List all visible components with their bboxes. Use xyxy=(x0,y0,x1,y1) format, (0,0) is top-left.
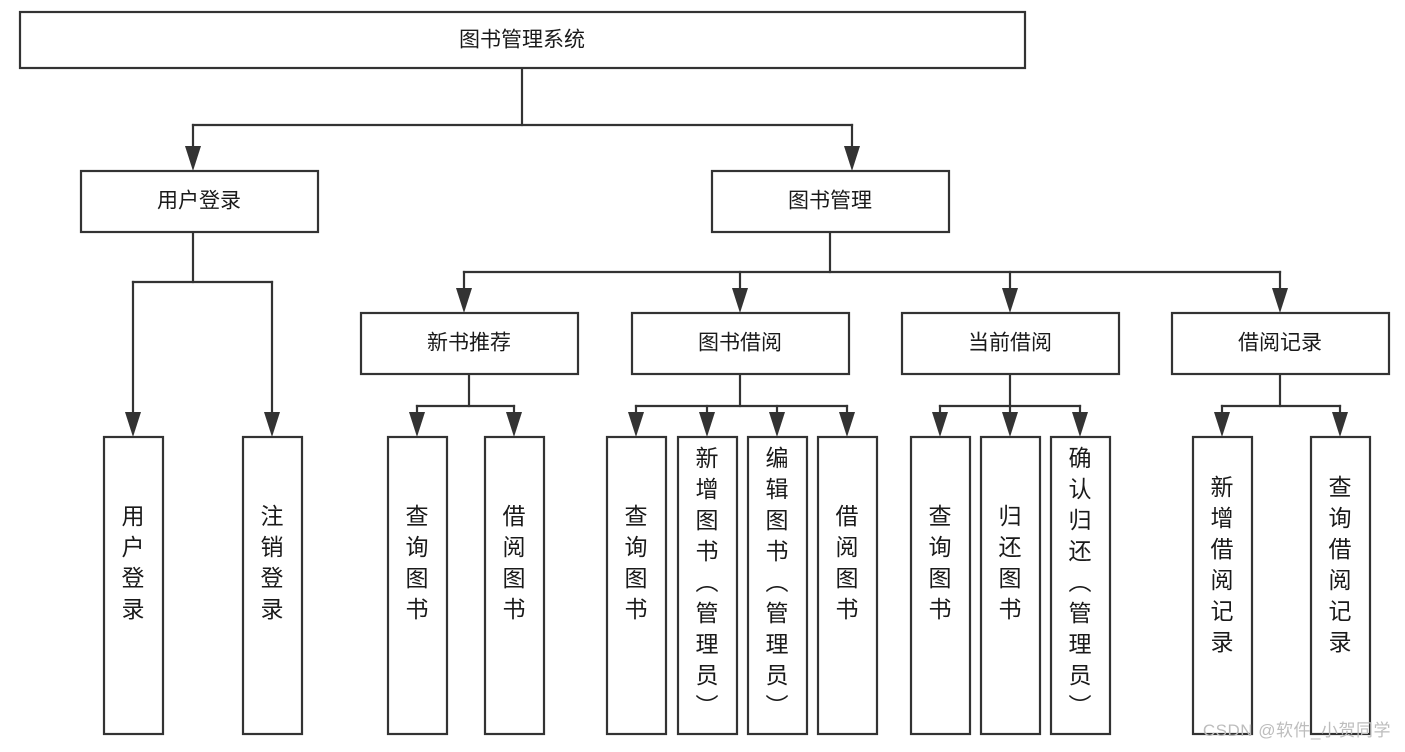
leaf-node-query-book-recommend[interactable]: 查询图书 xyxy=(386,435,449,736)
leaf-node-query-book-current-label: 查询图书 xyxy=(929,503,952,622)
csdn-watermark: CSDN @软件_小贺同学 xyxy=(1202,721,1391,740)
connector-book-borrow-to-leaves xyxy=(628,372,855,437)
node-new-book-recommend[interactable]: 新书推荐 xyxy=(359,311,580,376)
leaf-node-return-book[interactable]: 归还图书 xyxy=(979,435,1042,736)
leaf-node-confirm-return-admin[interactable]: 确认归还︵管理员︶ xyxy=(1049,435,1112,736)
node-book-management[interactable]: 图书管理 xyxy=(710,169,951,234)
leaf-node-borrow-book-recommend-label: 借阅图书 xyxy=(503,503,526,622)
leaf-node-query-borrow-record-label: 查询借阅记录 xyxy=(1329,474,1352,655)
node-user-login[interactable]: 用户登录 xyxy=(79,169,320,234)
leaf-node-borrow-book[interactable]: 借阅图书 xyxy=(816,435,879,736)
node-borrow-record-label: 借阅记录 xyxy=(1238,332,1322,355)
leaf-node-borrow-book-label: 借阅图书 xyxy=(836,503,859,622)
leaf-node-query-book-current[interactable]: 查询图书 xyxy=(909,435,972,736)
leaf-node-query-book-recommend-label: 查询图书 xyxy=(406,503,429,622)
leaf-node-borrow-book-recommend[interactable]: 借阅图书 xyxy=(483,435,546,736)
node-borrow-record[interactable]: 借阅记录 xyxy=(1170,311,1391,376)
leaf-node-logout[interactable]: 注销登录 xyxy=(241,435,304,736)
connector-user-login-to-leaves xyxy=(125,230,280,437)
node-current-borrow[interactable]: 当前借阅 xyxy=(900,311,1121,376)
leaf-node-add-borrow-record-label: 新增借阅记录 xyxy=(1211,474,1234,655)
leaf-node-add-book-admin-label: 新增图书︵管理员︶ xyxy=(696,445,719,719)
leaf-node-edit-book-admin-label: 编辑图书︵管理员︶ xyxy=(766,445,789,719)
node-new-book-recommend-label: 新书推荐 xyxy=(427,332,511,355)
leaf-node-query-book-borrow[interactable]: 查询图书 xyxy=(605,435,668,736)
node-current-borrow-label: 当前借阅 xyxy=(968,332,1052,355)
leaf-node-logout-label: 注销登录 xyxy=(261,503,284,622)
leaf-node-add-book-admin[interactable]: 新增图书︵管理员︶ xyxy=(676,435,739,736)
leaf-node-query-book-borrow-label: 查询图书 xyxy=(625,503,648,622)
node-book-borrow-label: 图书借阅 xyxy=(698,332,782,355)
node-root-label: 图书管理系统 xyxy=(459,29,585,52)
node-book-management-label: 图书管理 xyxy=(788,190,872,213)
leaf-node-user-login[interactable]: 用户登录 xyxy=(102,435,165,736)
leaf-node-add-borrow-record[interactable]: 新增借阅记录 xyxy=(1191,435,1254,736)
leaf-node-edit-book-admin[interactable]: 编辑图书︵管理员︶ xyxy=(746,435,809,736)
node-book-borrow[interactable]: 图书借阅 xyxy=(630,311,851,376)
connector-borrow-record-to-leaves xyxy=(1214,372,1348,437)
node-root-book-management-system[interactable]: 图书管理系统 xyxy=(18,10,1027,70)
leaf-node-confirm-return-admin-label: 确认归还︵管理员︶ xyxy=(1069,445,1092,719)
leaf-node-query-borrow-record[interactable]: 查询借阅记录 xyxy=(1309,435,1372,736)
leaf-node-user-login-label: 用户登录 xyxy=(122,503,145,622)
node-user-login-label: 用户登录 xyxy=(157,190,241,213)
connector-book-management-to-level3 xyxy=(456,230,1288,313)
connector-root-to-level2 xyxy=(185,66,860,171)
leaf-node-return-book-label: 归还图书 xyxy=(999,503,1022,622)
connector-new-book-recommend-to-leaves xyxy=(409,372,522,437)
connector-current-borrow-to-leaves xyxy=(932,372,1088,437)
